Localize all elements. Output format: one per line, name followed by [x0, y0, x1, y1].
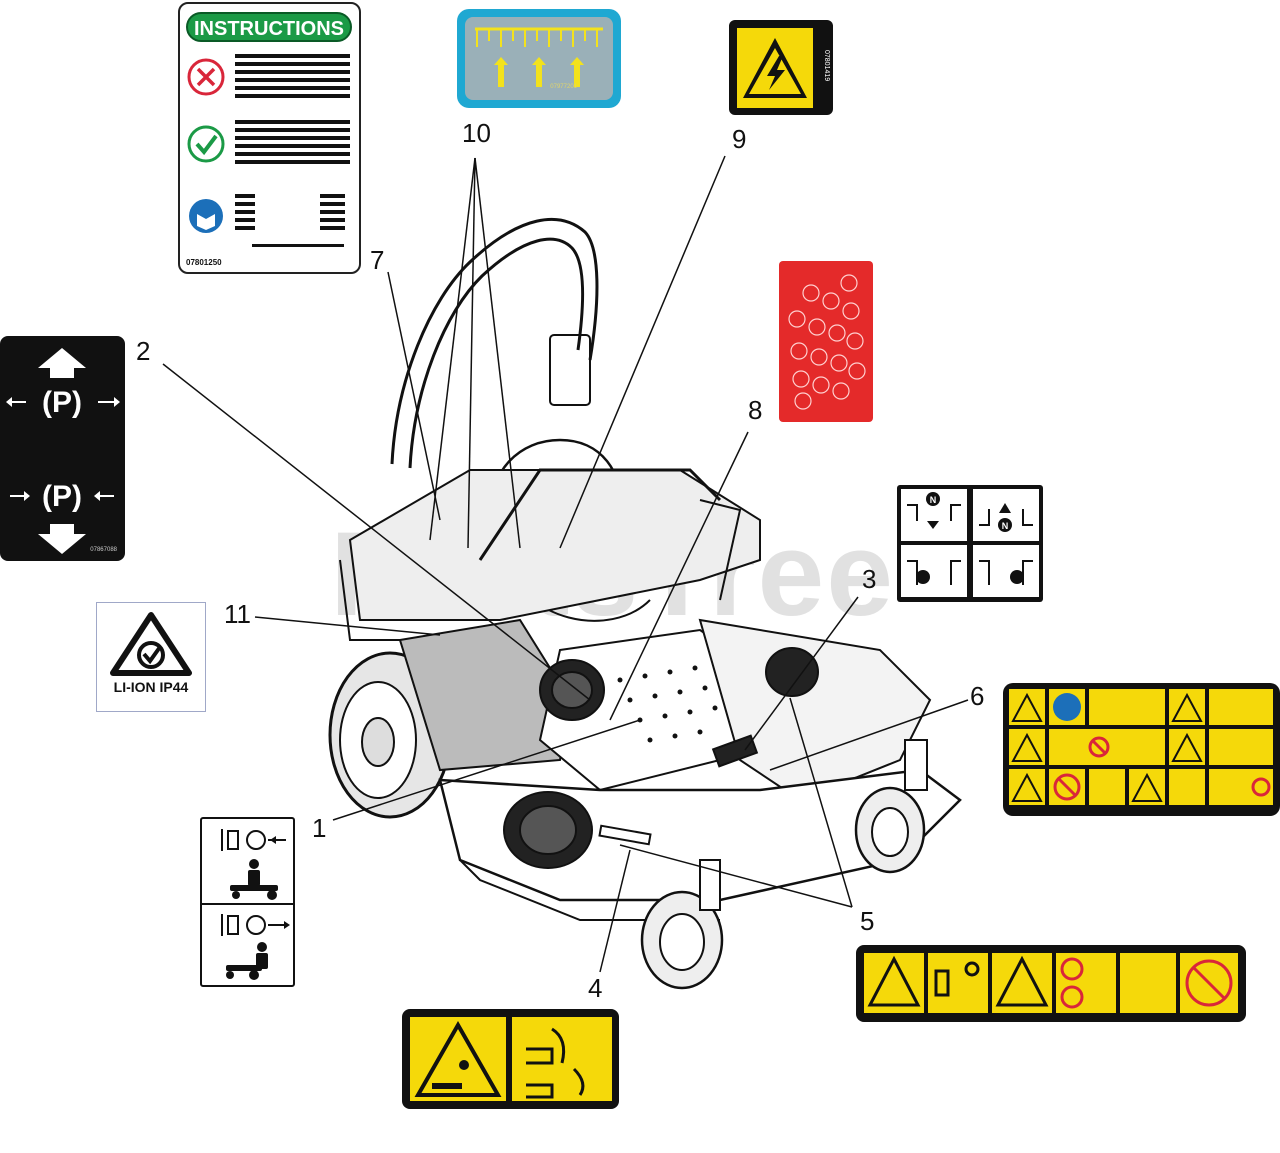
- callout-10: 10: [462, 118, 491, 148]
- svg-text:N: N: [930, 495, 937, 505]
- callout-3: 3: [862, 564, 877, 594]
- svg-text:N: N: [1002, 521, 1009, 531]
- instructions-graphics: [187, 54, 350, 247]
- certification-text: LI-ION IP44: [113, 679, 189, 695]
- decal-operator-presence: [200, 817, 295, 987]
- height-adjust-part-code: 07977201: [550, 84, 577, 90]
- park-brake-part-code: 07867088: [90, 547, 117, 553]
- decal-deck-warning: [402, 1009, 619, 1109]
- instructions-title: INSTRUCTIONS: [186, 12, 352, 42]
- check-icon: [187, 125, 225, 163]
- park-brake-graphic: (P) (P): [6, 348, 120, 554]
- decal-safety-warnings-large: [1003, 683, 1280, 816]
- decal-neutral-controls: N N: [897, 485, 1043, 602]
- height-adjust-graphic: [465, 17, 613, 100]
- safety-warnings-large-graphic: [1009, 689, 1273, 805]
- callout-6: 6: [970, 681, 985, 711]
- decal-safety-warnings-strip: [856, 945, 1246, 1022]
- decal-park-brake: (P) (P) 07867088: [0, 336, 125, 561]
- neutral-controls-graphic: N N: [901, 489, 1039, 597]
- electrical-hazard-graphic: [737, 28, 813, 108]
- callout-2: 2: [136, 336, 151, 366]
- certification-triangle-icon: [110, 612, 192, 676]
- callout-4: 4: [588, 973, 603, 1003]
- callout-7: 7: [370, 245, 385, 275]
- decal-certification: LI-ION IP44: [96, 602, 206, 712]
- arrow-down-icon: [38, 534, 86, 554]
- callout-8: 8: [748, 395, 763, 425]
- safety-warnings-strip-graphic: [864, 953, 1238, 1013]
- certification-graphic: [110, 612, 192, 676]
- operator-presence-graphic: [202, 829, 294, 980]
- read-manual-icon: [1053, 693, 1081, 721]
- decal-height-adjust: 07977201: [457, 9, 621, 108]
- arrow-up-icon: [38, 348, 86, 368]
- decal-red-torque: [779, 261, 873, 422]
- svg-text:(P): (P): [42, 480, 82, 513]
- lightning-bolt-icon: [767, 56, 785, 90]
- callout-11: 11: [224, 599, 251, 629]
- warning-triangle-icon: [414, 1020, 502, 1097]
- instructions-part-code: 07801250: [186, 258, 222, 267]
- svg-text:(P): (P): [42, 386, 82, 419]
- callout-1: 1: [312, 813, 327, 843]
- red-torque-graphic: [788, 274, 866, 410]
- callout-5: 5: [860, 906, 875, 936]
- decal-electrical-hazard: 07801419: [729, 20, 833, 115]
- callout-9: 9: [732, 124, 747, 154]
- electrical-part-code: 07801419: [823, 50, 830, 82]
- decal-instructions: INSTRUCTIONS 07801250: [178, 2, 361, 274]
- deck-warning-graphic: [410, 1017, 612, 1101]
